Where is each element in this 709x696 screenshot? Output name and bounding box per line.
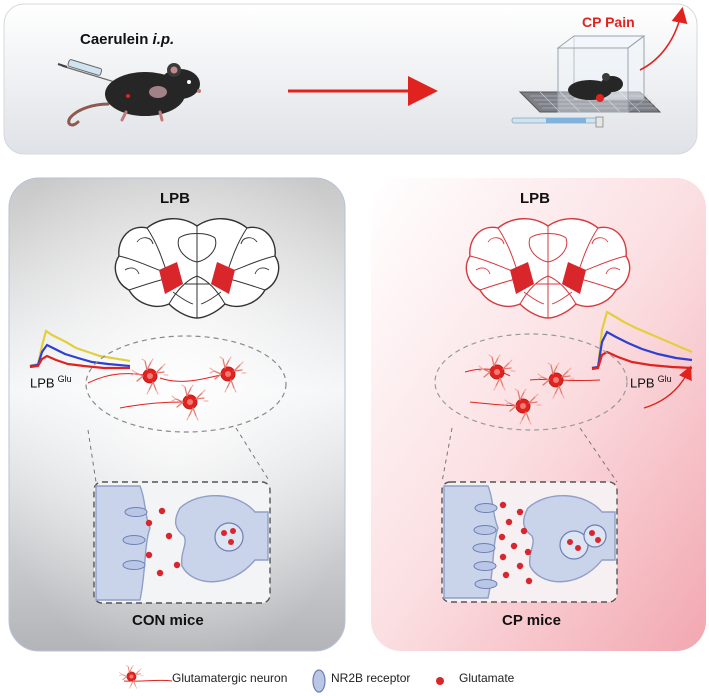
pain-arrow: [639, 6, 688, 71]
legend-neuron-icon: [119, 664, 173, 689]
calcium-traces-cp: [591, 310, 693, 371]
synapse-con: [93, 481, 271, 604]
cp-pain-label: CP Pain: [582, 14, 635, 30]
con-caption: CON mice: [132, 612, 204, 629]
mouse-icon: [67, 63, 201, 127]
top-panel: [3, 3, 698, 155]
zoom-lines: [87, 427, 618, 483]
test-chamber-icon: [511, 35, 662, 128]
legend-neuron-label: Glutamatergic neuron: [172, 671, 288, 685]
legend-glutamate-icon: [436, 677, 444, 685]
legend-receptor-icon: [312, 669, 326, 693]
neuron-cluster-cp: [434, 333, 628, 431]
neuron-cluster-con: [85, 335, 287, 433]
cp-region-label: LPB: [520, 190, 550, 207]
legend-glutamate-label: Glutamate: [459, 671, 515, 685]
con-region-label: LPB: [160, 190, 190, 207]
treatment-label: Caerulein i.p.: [80, 31, 175, 48]
calcium-traces-con: [29, 329, 131, 370]
legend-receptor-label: NR2B receptor: [331, 671, 411, 685]
synapse-cp: [441, 481, 618, 603]
cp-caption: CP mice: [502, 612, 561, 629]
increase-arrow: [643, 365, 692, 409]
